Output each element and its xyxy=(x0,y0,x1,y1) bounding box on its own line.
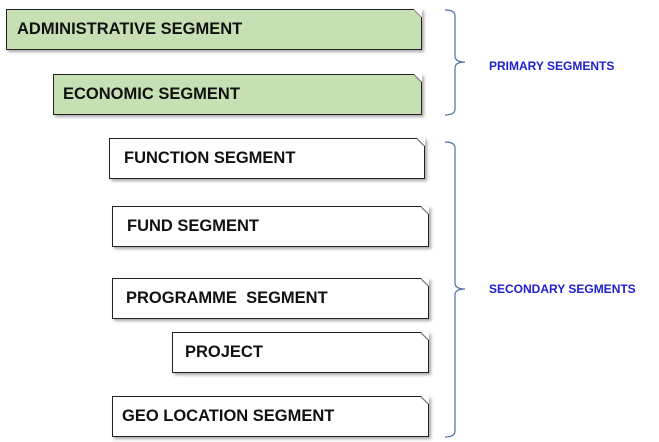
administrative-segment-box: ADMINISTRATIVE SEGMENT xyxy=(6,9,422,50)
function-segment-box: FUNCTION SEGMENT xyxy=(109,138,425,179)
programme-segment-box: PROGRAMME SEGMENT xyxy=(112,278,429,319)
secondary-segments-label: SECONDARY SEGMENTS xyxy=(489,282,636,296)
programme-segment-label: PROGRAMME SEGMENT xyxy=(126,289,328,307)
function-segment-label: FUNCTION SEGMENT xyxy=(124,149,296,167)
geo-location-segment-box: GEO LOCATION SEGMENT xyxy=(112,396,429,437)
fund-segment-box: FUND SEGMENT xyxy=(112,206,429,247)
fund-segment-label: FUND SEGMENT xyxy=(127,217,259,235)
primary-bracket xyxy=(444,9,466,116)
project-box: PROJECT xyxy=(172,332,429,373)
economic-segment-box: ECONOMIC SEGMENT xyxy=(53,74,422,115)
primary-segments-label: PRIMARY SEGMENTS xyxy=(489,59,615,73)
secondary-bracket xyxy=(444,141,466,438)
geo-location-segment-label: GEO LOCATION SEGMENT xyxy=(122,407,335,425)
project-label: PROJECT xyxy=(185,343,263,361)
economic-segment-label: ECONOMIC SEGMENT xyxy=(63,85,240,103)
administrative-segment-label: ADMINISTRATIVE SEGMENT xyxy=(17,20,243,38)
